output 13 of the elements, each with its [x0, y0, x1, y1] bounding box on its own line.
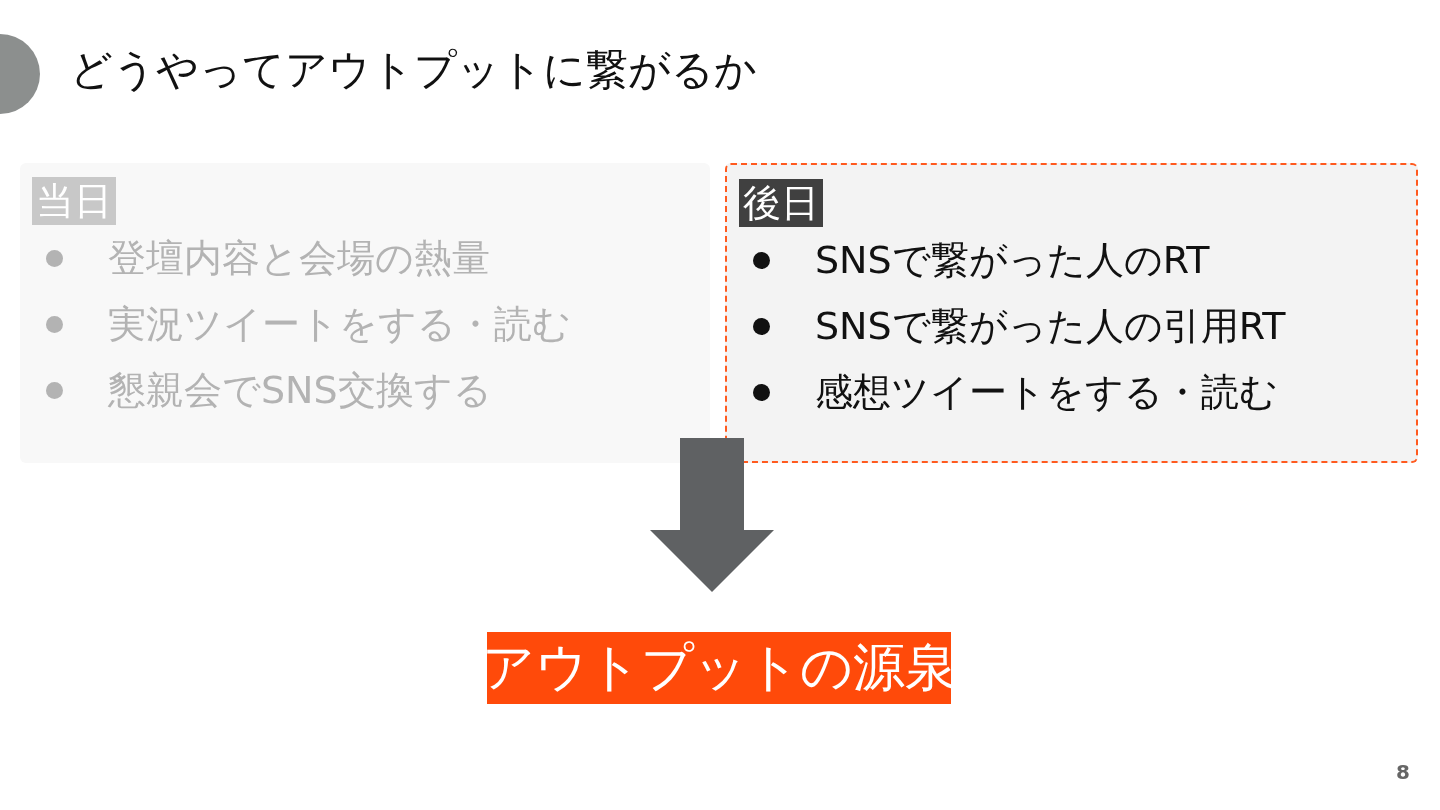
block-arrow — [650, 438, 774, 592]
content-panel — [725, 163, 1418, 463]
bullet-text: 感想ツイートをする・読む — [815, 368, 1278, 416]
content-panel — [20, 163, 710, 463]
bullet-text: SNSで繋がった人のRT — [815, 236, 1210, 284]
bullet-text: 登壇内容と会場の熱量 — [108, 234, 490, 282]
page-number: 8 — [1396, 760, 1410, 784]
heading-tag: 後日 — [739, 179, 823, 227]
bullet-text: SNSで繋がった人の引用RT — [815, 302, 1286, 350]
slide-title: どうやってアウトプットに繋がるか — [70, 44, 757, 96]
bullet-text: 実況ツイートをする・読む — [108, 300, 571, 348]
bullet-text: 懇親会でSNS交換する — [108, 366, 492, 414]
output-box: アウトプットの源泉 — [487, 632, 951, 704]
